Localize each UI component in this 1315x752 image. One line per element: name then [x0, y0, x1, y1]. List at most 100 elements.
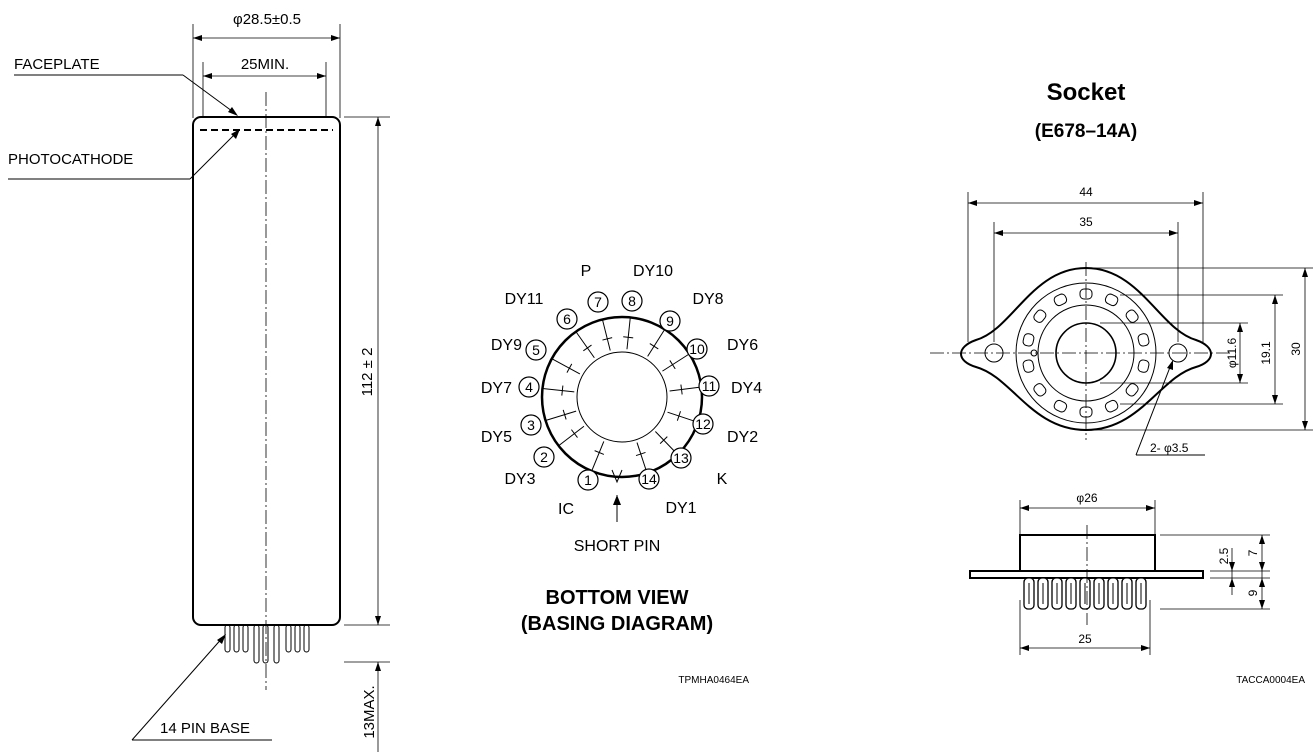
pin-circle-3 — [520, 414, 542, 436]
pin-circle-14 — [638, 468, 660, 490]
pin-number-7: 7 — [594, 294, 602, 310]
socket-slot — [1053, 293, 1068, 307]
pin-label-10: DY6 — [727, 337, 758, 354]
pin-number-2: 2 — [540, 449, 548, 465]
pin-number-8: 8 — [628, 293, 636, 309]
pin-circle-1 — [577, 469, 599, 491]
pin-number-6: 6 — [563, 311, 571, 327]
socket-dim-44: 44 — [1079, 185, 1093, 199]
pin-number-14: 14 — [641, 471, 657, 487]
pin-electrode-1 — [594, 450, 605, 455]
pin-number-13: 13 — [673, 450, 689, 466]
pin-electrode-3 — [562, 409, 567, 420]
socket-model: (E678–14A) — [1035, 121, 1137, 142]
socket-slot — [1033, 383, 1047, 397]
socket-slot — [1033, 309, 1047, 323]
socket-dim-26: φ26 — [1076, 491, 1097, 505]
pin-lead-7 — [601, 319, 611, 351]
basing-title-line1: BOTTOM VIEW — [546, 587, 689, 609]
pin-electrode-11 — [680, 384, 683, 395]
socket-drawing-code: TACCA0004EA — [1236, 675, 1305, 686]
pin-circle-7 — [587, 291, 609, 313]
pin-circle-9 — [659, 310, 681, 332]
pin-lead-11 — [669, 386, 702, 392]
pin-label-11: DY4 — [731, 380, 762, 397]
pin-circle-5 — [525, 339, 547, 361]
faceplate-label: FACEPLATE — [14, 56, 100, 73]
base-inner-circle — [576, 351, 668, 443]
socket-slot — [1125, 383, 1139, 397]
pin-electrode-10 — [669, 360, 676, 370]
pin-label-12: DY2 — [727, 429, 758, 446]
pin-base-label: 14 PIN BASE — [160, 720, 250, 737]
pin-lead-14 — [636, 442, 648, 474]
pin-label-2: DY3 — [504, 471, 535, 488]
pin-electrode-12 — [676, 411, 681, 421]
pin-circle-6 — [556, 308, 578, 330]
socket-dim-7: 7 — [1246, 549, 1260, 556]
pin-electrode-4 — [561, 385, 564, 396]
pin-electrode-9 — [649, 343, 659, 350]
pin-electrode-2 — [570, 429, 578, 438]
basing-title-line2: (BASING DIAGRAM) — [521, 613, 713, 635]
socket-slot — [1137, 333, 1150, 347]
socket-dim-19-1: 19.1 — [1259, 341, 1273, 365]
pin-circle-13 — [670, 447, 692, 469]
socket-slot — [1137, 359, 1150, 373]
pin-lead-5 — [551, 358, 581, 375]
socket-dim-9: 9 — [1246, 589, 1260, 596]
socket-dim-25: 25 — [1078, 632, 1092, 646]
pin-lead-3 — [545, 410, 577, 422]
photocathode-label: PHOTOCATHODE — [8, 151, 133, 168]
pin-number-11: 11 — [702, 378, 717, 394]
socket-dim-30: 30 — [1289, 342, 1303, 356]
socket-dim-11-6: φ11.6 — [1225, 338, 1239, 369]
socket-side-pins — [1023, 577, 1147, 610]
socket-side-flange — [969, 570, 1204, 579]
socket-hole-label: 2- φ3.5 — [1150, 441, 1189, 455]
pin-electrode-6 — [583, 344, 592, 352]
pin-label-13: K — [717, 471, 728, 488]
socket-slot — [1104, 293, 1119, 307]
socket-title: Socket — [1047, 79, 1126, 106]
pin-number-3: 3 — [527, 417, 535, 433]
pin-label-4: DY7 — [481, 380, 512, 397]
socket-drawing: Socket (E678–14A) 44 35 φ11.6 — [930, 79, 1313, 686]
socket-slots — [1022, 288, 1150, 418]
pin-label-6: DY11 — [505, 291, 544, 308]
pin-number-1: 1 — [584, 472, 592, 488]
pin-circle-12 — [692, 413, 714, 435]
pin-label-8: DY10 — [633, 263, 673, 280]
pin-label-14: DY1 — [665, 500, 696, 517]
socket-slot — [1104, 399, 1119, 413]
tube-body — [192, 116, 341, 626]
tube-pins — [224, 624, 310, 664]
pin-label-5: DY9 — [491, 337, 522, 354]
pin-electrode-7 — [602, 337, 613, 341]
pin-lead-12 — [667, 411, 699, 423]
pin-lead-2 — [558, 425, 585, 447]
pin-number-12: 12 — [695, 416, 711, 432]
socket-dim-35: 35 — [1079, 215, 1093, 229]
pin-label-3: DY5 — [481, 429, 512, 446]
pin-circle-8 — [621, 290, 643, 312]
basing-drawing-code: TPMHA0464EA — [678, 675, 749, 686]
pin-label-1: IC — [558, 501, 574, 518]
pin-electrode-13 — [659, 436, 668, 444]
pin-circle-10 — [686, 338, 708, 360]
pin-lead-1 — [591, 441, 605, 472]
pin-number-9: 9 — [666, 313, 674, 329]
pin-lead-10 — [662, 353, 690, 372]
socket-slot — [1053, 399, 1068, 413]
pin-number-10: 10 — [689, 341, 705, 357]
socket-dim-2-5: 2.5 — [1217, 547, 1231, 564]
base-circle — [540, 315, 704, 479]
pin-lead-9 — [647, 329, 666, 357]
socket-slot — [1022, 359, 1035, 373]
pin-electrode-5 — [566, 363, 573, 373]
pin-circle-11 — [698, 375, 720, 397]
pin-lead-6 — [575, 331, 595, 359]
tube-min-width-label: 25MIN. — [241, 56, 289, 73]
